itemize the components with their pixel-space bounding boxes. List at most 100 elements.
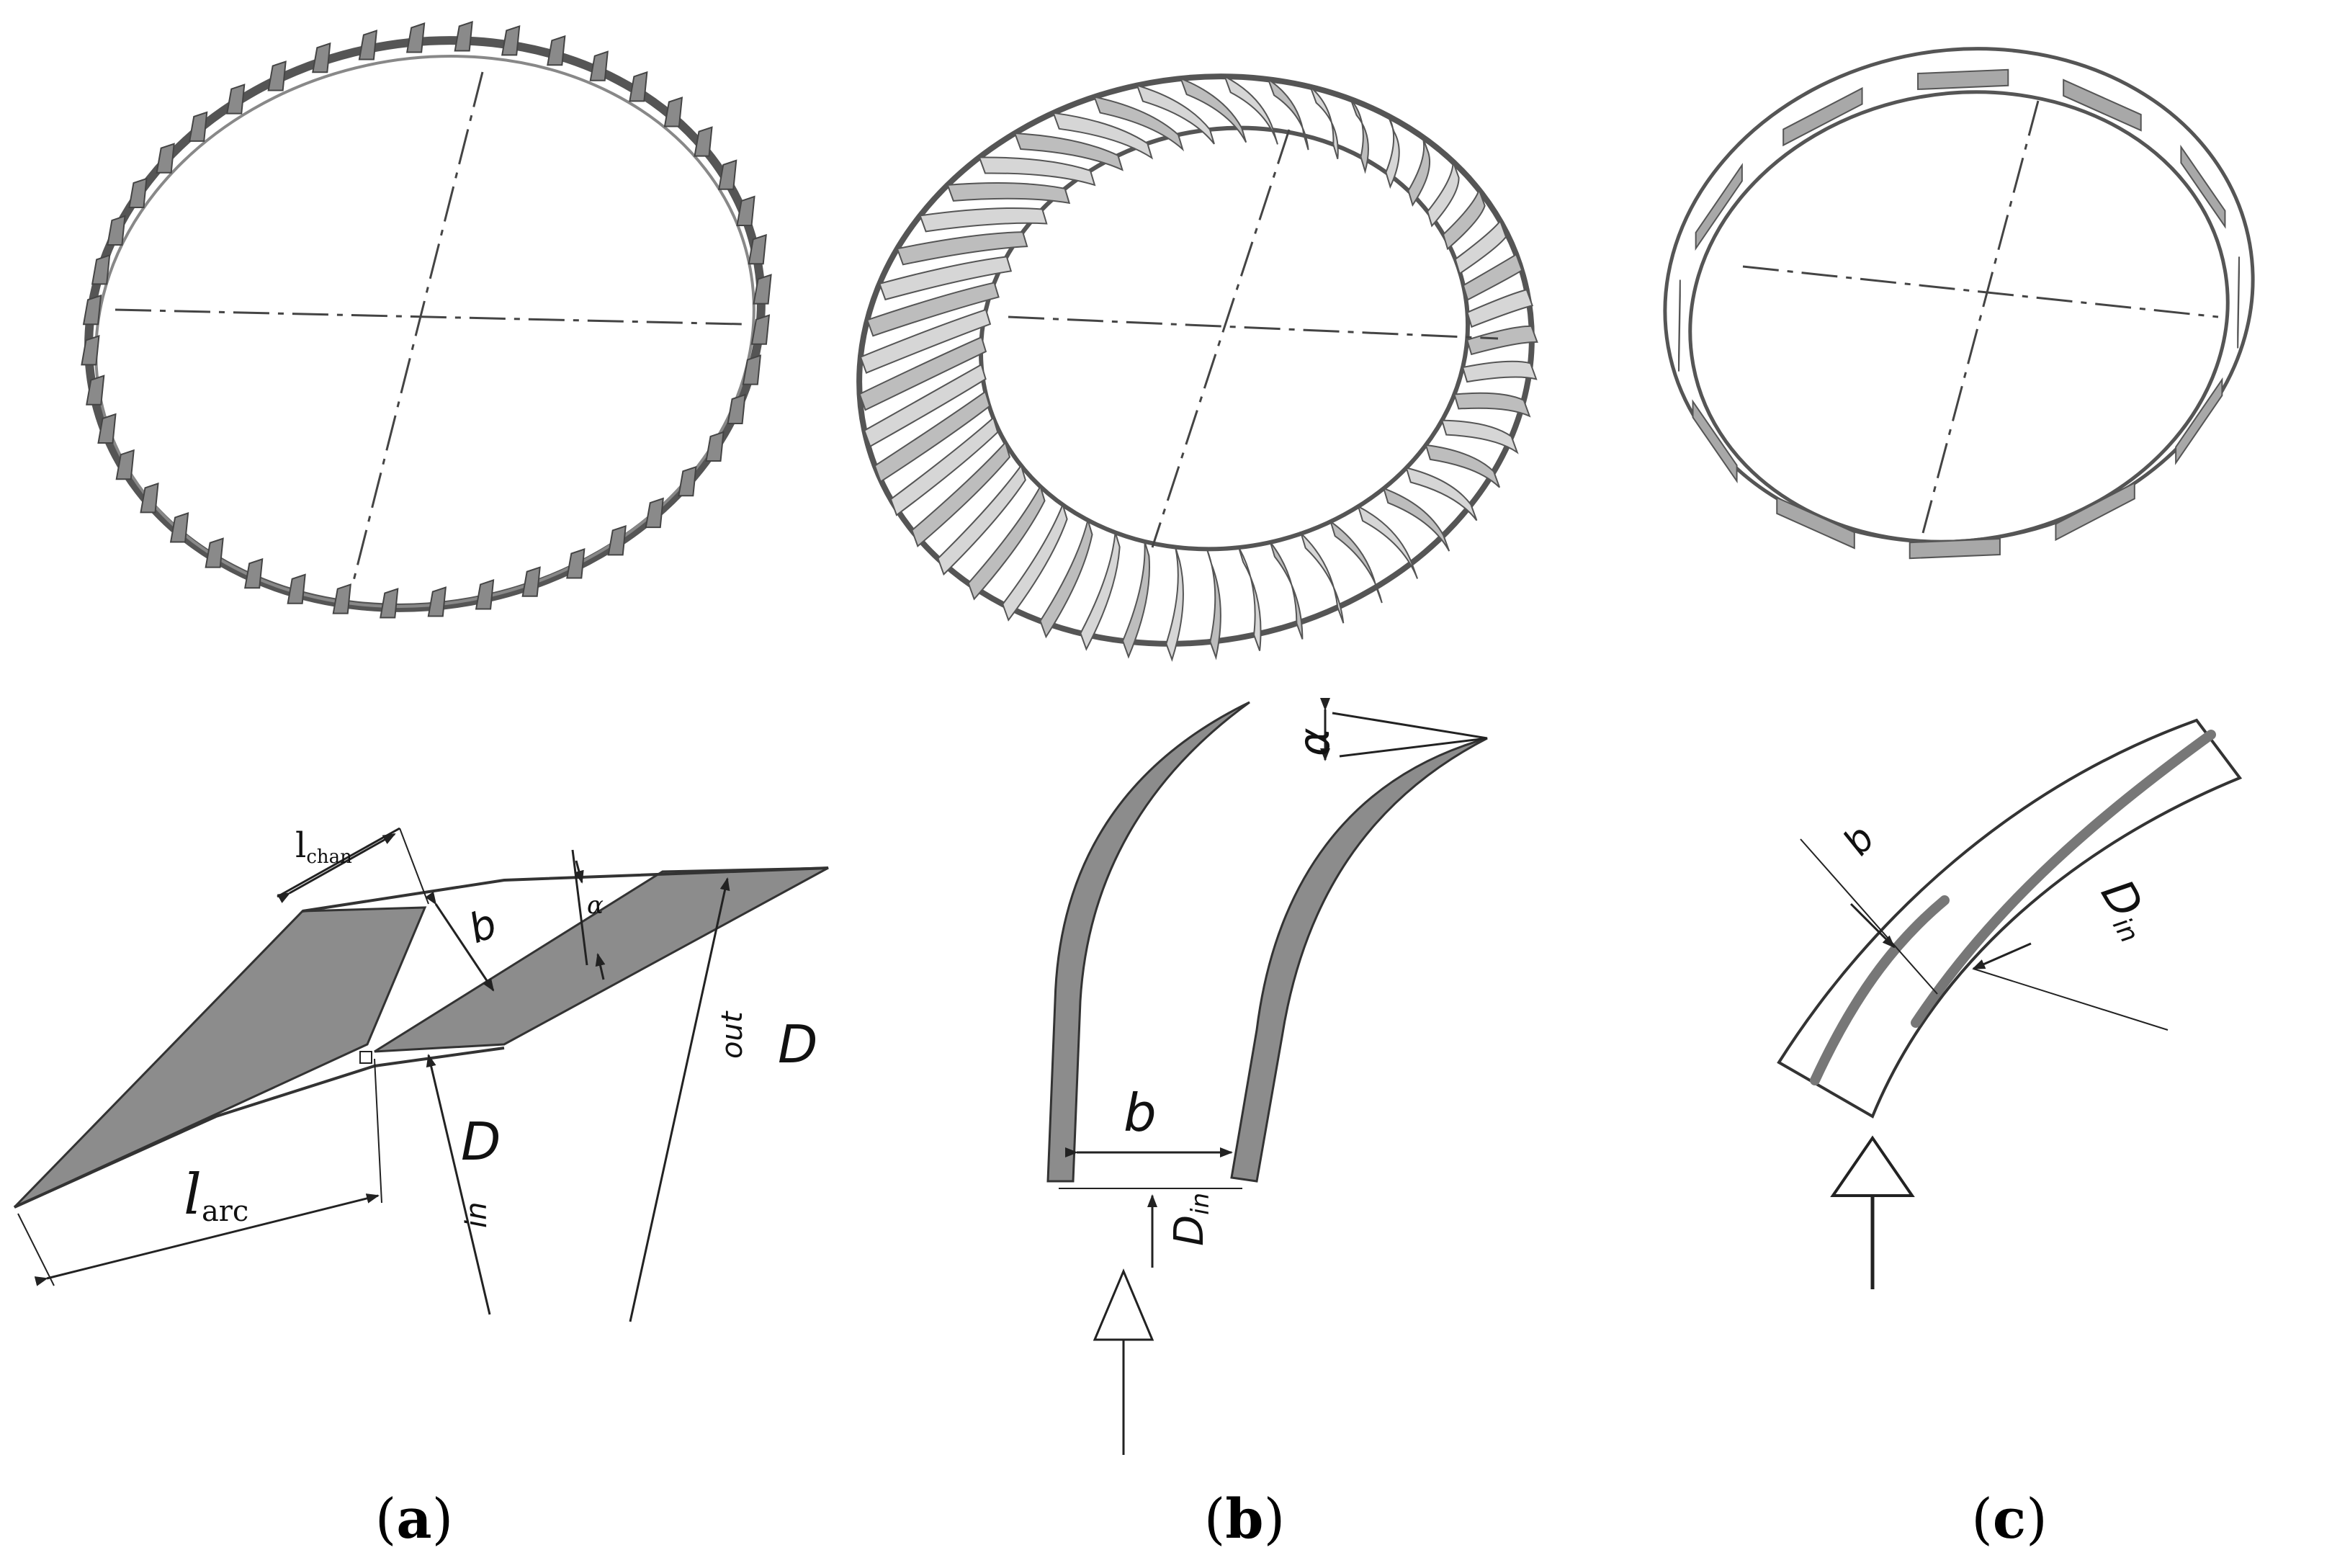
ring-a-tooth (380, 588, 399, 619)
ring-a-tooth (454, 21, 473, 52)
ring-a-tooth (86, 375, 105, 406)
ring-b-vane (1080, 532, 1121, 651)
label-a-d-out: D (778, 1014, 817, 1075)
ring-a-tooth (205, 537, 224, 568)
ring-b-vane (889, 416, 999, 516)
ring-b-vane (896, 231, 1028, 266)
ring-c-plate (1917, 68, 2009, 91)
ring-c-plate (1692, 399, 1738, 484)
ring-b-vane (1013, 132, 1124, 171)
ring-a-tooth (128, 177, 148, 209)
ring-b-vane (1442, 187, 1486, 251)
caption-c: (c) (1971, 1487, 2048, 1551)
ring-a-tooth (287, 573, 306, 604)
ring-a-tooth (332, 583, 351, 614)
ring-a-tooth (753, 274, 772, 305)
ring-c-plate (2180, 144, 2226, 229)
ring-b-vane (1039, 517, 1093, 639)
label-a-d-in: D (461, 1111, 501, 1172)
blade-b-right (1230, 737, 1488, 1183)
ring-c-inner (1688, 90, 2230, 544)
ring-b-vane (1267, 77, 1309, 151)
ring-a-tooth (727, 393, 746, 425)
ring-a-tooth (107, 215, 126, 246)
ring-b-vane (946, 182, 1071, 205)
ring-b-vane (1136, 84, 1215, 145)
blade-b-left (1046, 701, 1250, 1183)
ring-b-vane (1440, 419, 1519, 454)
ring-a-tooth (427, 586, 447, 617)
ring-a-centerline-h (115, 308, 743, 326)
ring-b-vane (1329, 519, 1383, 604)
ring-b-vane (1466, 289, 1534, 328)
ring-b-vane (978, 156, 1096, 187)
label-a-b: b (463, 900, 503, 953)
label-b-alpha: α (1289, 727, 1340, 756)
caption-b: (b) (1204, 1487, 1285, 1551)
label-b-d-in: Din (1166, 1193, 1215, 1246)
ring-a-tooth (678, 465, 697, 497)
label-c-b: b (1835, 817, 1883, 864)
ring-b-vane (967, 484, 1046, 601)
ring-a-tooth (189, 111, 208, 142)
ring-b-vane (1093, 96, 1185, 152)
ring-c-plate (1695, 163, 1743, 251)
ring-b-vane (1052, 112, 1154, 160)
blade-a-schematic (13, 827, 829, 1322)
ring-c-plates (1678, 68, 2240, 560)
ring-c-plate (2055, 481, 2135, 542)
ring-b-centerline-v (1151, 129, 1291, 548)
ring-b-vane (1427, 161, 1460, 228)
ring-c-outer (1663, 47, 2255, 544)
ring-c-plate (1909, 537, 2001, 560)
ring-a-tooth (663, 97, 683, 127)
ring-a-tooth (244, 557, 264, 589)
ring-a-tooth (645, 497, 664, 529)
ring-a-tooth (267, 61, 287, 91)
ring-c-plate (2175, 377, 2223, 465)
ring-b-vane (919, 207, 1048, 233)
ring-c-plate (1678, 279, 1681, 372)
ring-c-plate (1776, 496, 1855, 550)
ring-a-tooth (521, 566, 541, 597)
label-a-d-in-sub: in (460, 1202, 493, 1228)
ring-b-vane (937, 464, 1026, 576)
ring-c-centerline-v (1921, 100, 2040, 534)
ring-a-tooth (547, 35, 566, 66)
label-a-d-out-sub: out (716, 1011, 749, 1059)
ring-b-vane (1454, 219, 1507, 275)
ring-a-tooth (629, 71, 648, 102)
ring-a-tooth (589, 50, 609, 81)
ring-c-plate (1782, 86, 1863, 147)
ring-a-centerline-v (351, 71, 484, 584)
ring-a-tooth (742, 354, 762, 385)
ring-b-vane (1299, 531, 1345, 624)
ring-a-tooth (81, 334, 100, 366)
ring-a-tooth (226, 84, 246, 115)
label-a-l-chan: lchan (295, 825, 352, 868)
ring-a-tooth (607, 524, 627, 556)
ring-a-tooth (115, 449, 135, 480)
ring-b-vane (874, 390, 991, 483)
ring-b-vane (866, 282, 1000, 337)
ring-a-outer (84, 36, 766, 612)
ring-a-tooth (748, 233, 767, 265)
ring-a-tooth (91, 254, 111, 285)
ring-c-centerline-h (1742, 265, 2219, 318)
ring-a-tooth (82, 294, 102, 326)
ring-b-vane (911, 441, 1011, 547)
blade-c-channel (1777, 718, 2243, 1119)
ring-a-tooth (97, 413, 117, 444)
ring-a-tooth (169, 512, 189, 543)
label-c-d-in: Din (2089, 871, 2165, 948)
ring-a-tooth (718, 159, 737, 190)
ring-b-vane (864, 363, 987, 448)
ring-c-3d (1663, 47, 2255, 560)
ring-a-3d (81, 21, 772, 619)
ring-a-tooth (312, 42, 331, 73)
ring-b-vane (879, 256, 1013, 301)
ring-b-vanes (858, 75, 1538, 662)
ring-b-vane (1238, 547, 1262, 651)
ring-b-vane (1405, 467, 1478, 521)
